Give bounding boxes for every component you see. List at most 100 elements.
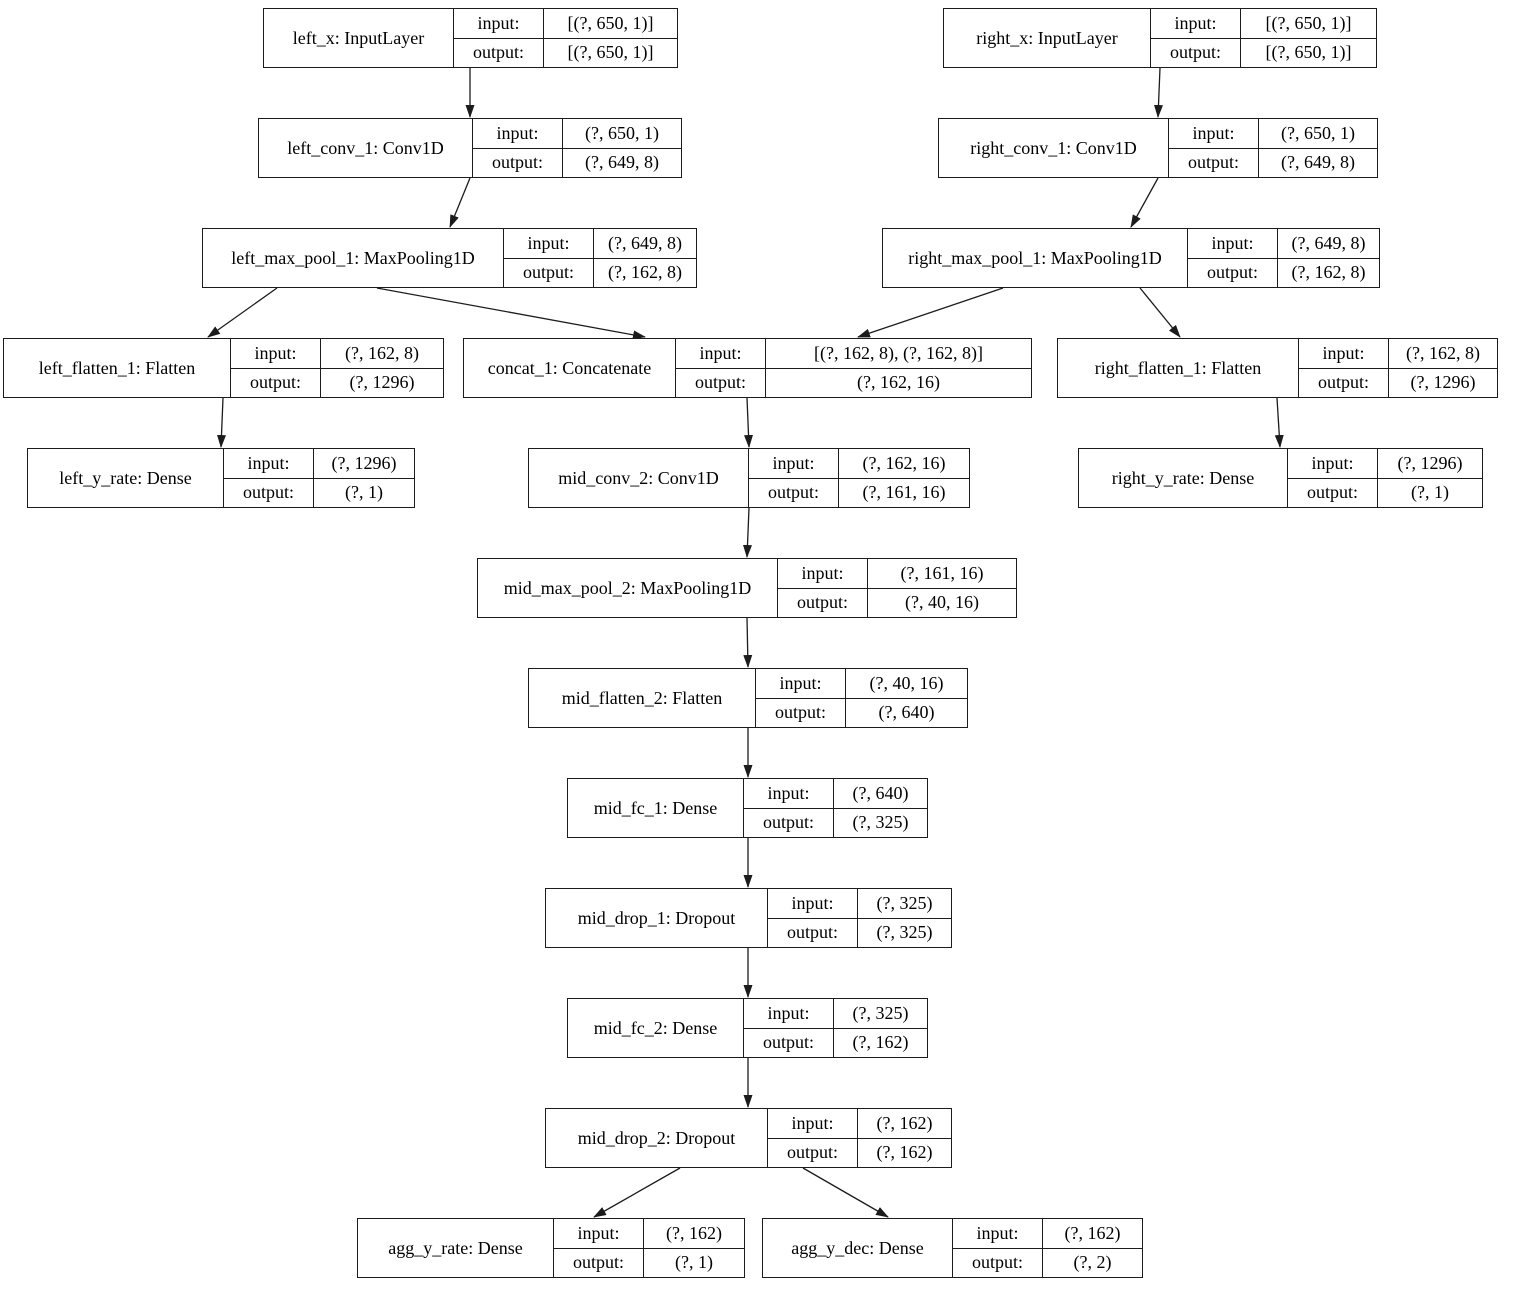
layer-node-right_conv_1: right_conv_1: Conv1D input:(?, 650, 1) o… [938, 118, 1378, 178]
input-key: input: [756, 669, 846, 698]
output-key: output: [231, 368, 321, 397]
output-key: output: [473, 148, 563, 177]
input-key: input: [554, 1219, 644, 1248]
layer-node-left_max_pool_1: left_max_pool_1: MaxPooling1D input: (?, … [202, 228, 697, 288]
layer-node-mid_drop_2: mid_drop_2: Dropout input: (?, 162) outpu… [545, 1108, 952, 1168]
layer-label: left_x: InputLayer [264, 9, 454, 67]
edge-right_max_pool_1-right_flatten_1 [1139, 287, 1181, 338]
output-key: output: [1151, 38, 1241, 67]
layer-node-concat_1: concat_1: Concatenate input:[(?, 162, 8)… [463, 338, 1032, 398]
edge-concat_1-mid_conv_2 [744, 397, 754, 448]
output-shape: (?, 162) [852, 1032, 909, 1053]
output-key: output: [744, 808, 834, 837]
input-key: input: [231, 339, 321, 368]
layer-node-right_y_rate: right_y_rate: Dense input: (?, 1296) outp… [1078, 448, 1483, 508]
output-shape: (?, 640) [878, 702, 935, 723]
output-shape: (?, 1296) [1410, 372, 1476, 393]
output-shape: (?, 162, 8) [608, 262, 682, 283]
output-shape: (?, 1) [675, 1252, 713, 1273]
layer-node-agg_y_rate: agg_y_rate: Dense input:(?, 162) output:… [357, 1218, 745, 1278]
input-key: input: [676, 339, 766, 368]
input-key: input: [1288, 449, 1378, 478]
output-shape: (?, 162, 8) [1291, 262, 1366, 283]
layer-label: mid_max_pool_2: MaxPooling1D [478, 559, 778, 617]
input-key: input: [749, 449, 839, 478]
layer-node-mid_conv_2: mid_conv_2: Conv1D input:(?, 162, 16) ou… [528, 448, 970, 508]
input-key: input: [768, 889, 858, 918]
output-shape: (?, 40, 16) [905, 592, 979, 613]
input-shape: (?, 325) [852, 1002, 909, 1023]
input-key: input: [504, 229, 594, 258]
layer-label: agg_y_dec: Dense [763, 1219, 953, 1277]
output-key: output: [676, 368, 766, 397]
layer-label: mid_fc_1: Dense [568, 779, 744, 837]
output-key: output: [454, 38, 544, 67]
input-shape: (?, 1296) [1397, 452, 1463, 473]
layer-label: right_y_rate: Dense [1079, 449, 1288, 507]
output-key: output: [953, 1248, 1043, 1277]
edge-mid_drop_2-agg_y_rate [593, 1167, 681, 1218]
output-key: output: [756, 698, 846, 727]
input-key: input: [473, 119, 563, 148]
layer-label: right_x: InputLayer [944, 9, 1151, 67]
layer-label: mid_fc_2: Dense [568, 999, 744, 1057]
layer-label: concat_1: Concatenate [464, 339, 676, 397]
layer-label: left_flatten_1: Flatten [4, 339, 231, 397]
layer-node-right_max_pool_1: right_max_pool_1: MaxPooling1D input:(?,… [882, 228, 1380, 288]
input-shape: [(?, 650, 1)] [567, 12, 654, 33]
layer-label: right_conv_1: Conv1D [939, 119, 1169, 177]
input-key: input: [744, 779, 834, 808]
layer-label: right_flatten_1: Flatten [1058, 339, 1299, 397]
output-shape: (?, 1) [345, 482, 383, 503]
output-key: output: [768, 1138, 858, 1167]
input-key: input: [953, 1219, 1043, 1248]
input-shape: (?, 162, 8) [1406, 342, 1480, 363]
input-shape: (?, 161, 16) [900, 562, 984, 583]
layer-node-mid_flatten_2: mid_flatten_2: Flatten input: (?, 40, 16)… [528, 668, 968, 728]
input-shape: (?, 1296) [331, 452, 397, 473]
edge-left_flatten_1-left_y_rate [216, 397, 226, 448]
layer-label: mid_drop_2: Dropout [546, 1109, 768, 1167]
layer-node-mid_fc_2: mid_fc_2: Dense input:(?, 325) output:(?… [567, 998, 928, 1058]
layer-node-left_y_rate: left_y_rate: Dense input:(?, 1296) outpu… [27, 448, 415, 508]
output-key: output: [778, 588, 868, 617]
input-shape: (?, 649, 8) [608, 232, 682, 253]
edge-left_max_pool_1-concat_1 [376, 287, 646, 340]
output-shape: (?, 2) [1073, 1252, 1112, 1273]
output-shape: (?, 162) [876, 1142, 933, 1163]
layer-node-left_conv_1: left_conv_1: Conv1D input: (?, 650, 1) ou… [258, 118, 682, 178]
layer-node-right_flatten_1: right_flatten_1: Flatten input: (?, 162, … [1057, 338, 1498, 398]
input-shape: (?, 40, 16) [869, 672, 944, 693]
layer-label: mid_conv_2: Conv1D [529, 449, 749, 507]
layer-label: left_conv_1: Conv1D [259, 119, 473, 177]
output-key: output: [749, 478, 839, 507]
output-shape: (?, 649, 8) [585, 152, 659, 173]
input-key: input: [768, 1109, 858, 1138]
layer-node-left_flatten_1: left_flatten_1: Flatten input: (?, 162, 8… [3, 338, 444, 398]
layer-node-mid_max_pool_2: mid_max_pool_2: MaxPooling1D input: (?, 1… [477, 558, 1017, 618]
layer-label: mid_flatten_2: Flatten [529, 669, 756, 727]
input-key: input: [778, 559, 868, 588]
edge-left_conv_1-left_max_pool_1 [449, 177, 471, 228]
output-key: output: [1288, 478, 1378, 507]
layer-label: left_max_pool_1: MaxPooling1D [203, 229, 504, 287]
input-shape: (?, 162) [1064, 1222, 1121, 1243]
output-key: output: [504, 258, 594, 287]
output-key: output: [224, 478, 314, 507]
input-key: input: [454, 9, 544, 38]
input-shape: (?, 649, 8) [1291, 232, 1366, 253]
input-shape: (?, 650, 1) [1281, 122, 1355, 143]
edge-mid_conv_2-mid_max_pool_2 [742, 507, 752, 558]
input-key: input: [1299, 339, 1389, 368]
input-shape: (?, 162, 8) [345, 342, 419, 363]
edge-left_max_pool_1-left_flatten_1 [207, 287, 278, 338]
layer-label: agg_y_rate: Dense [358, 1219, 554, 1277]
output-shape: (?, 1) [1411, 482, 1449, 503]
layer-label: mid_drop_1: Dropout [546, 889, 768, 947]
layer-node-mid_fc_1: mid_fc_1: Dense input:(?, 640) output:(?… [567, 778, 928, 838]
input-shape: (?, 650, 1) [585, 122, 659, 143]
layer-label: right_max_pool_1: MaxPooling1D [883, 229, 1188, 287]
input-shape: (?, 162) [876, 1112, 933, 1133]
layer-node-mid_drop_1: mid_drop_1: Dropout input:(?, 325) outpu… [545, 888, 952, 948]
